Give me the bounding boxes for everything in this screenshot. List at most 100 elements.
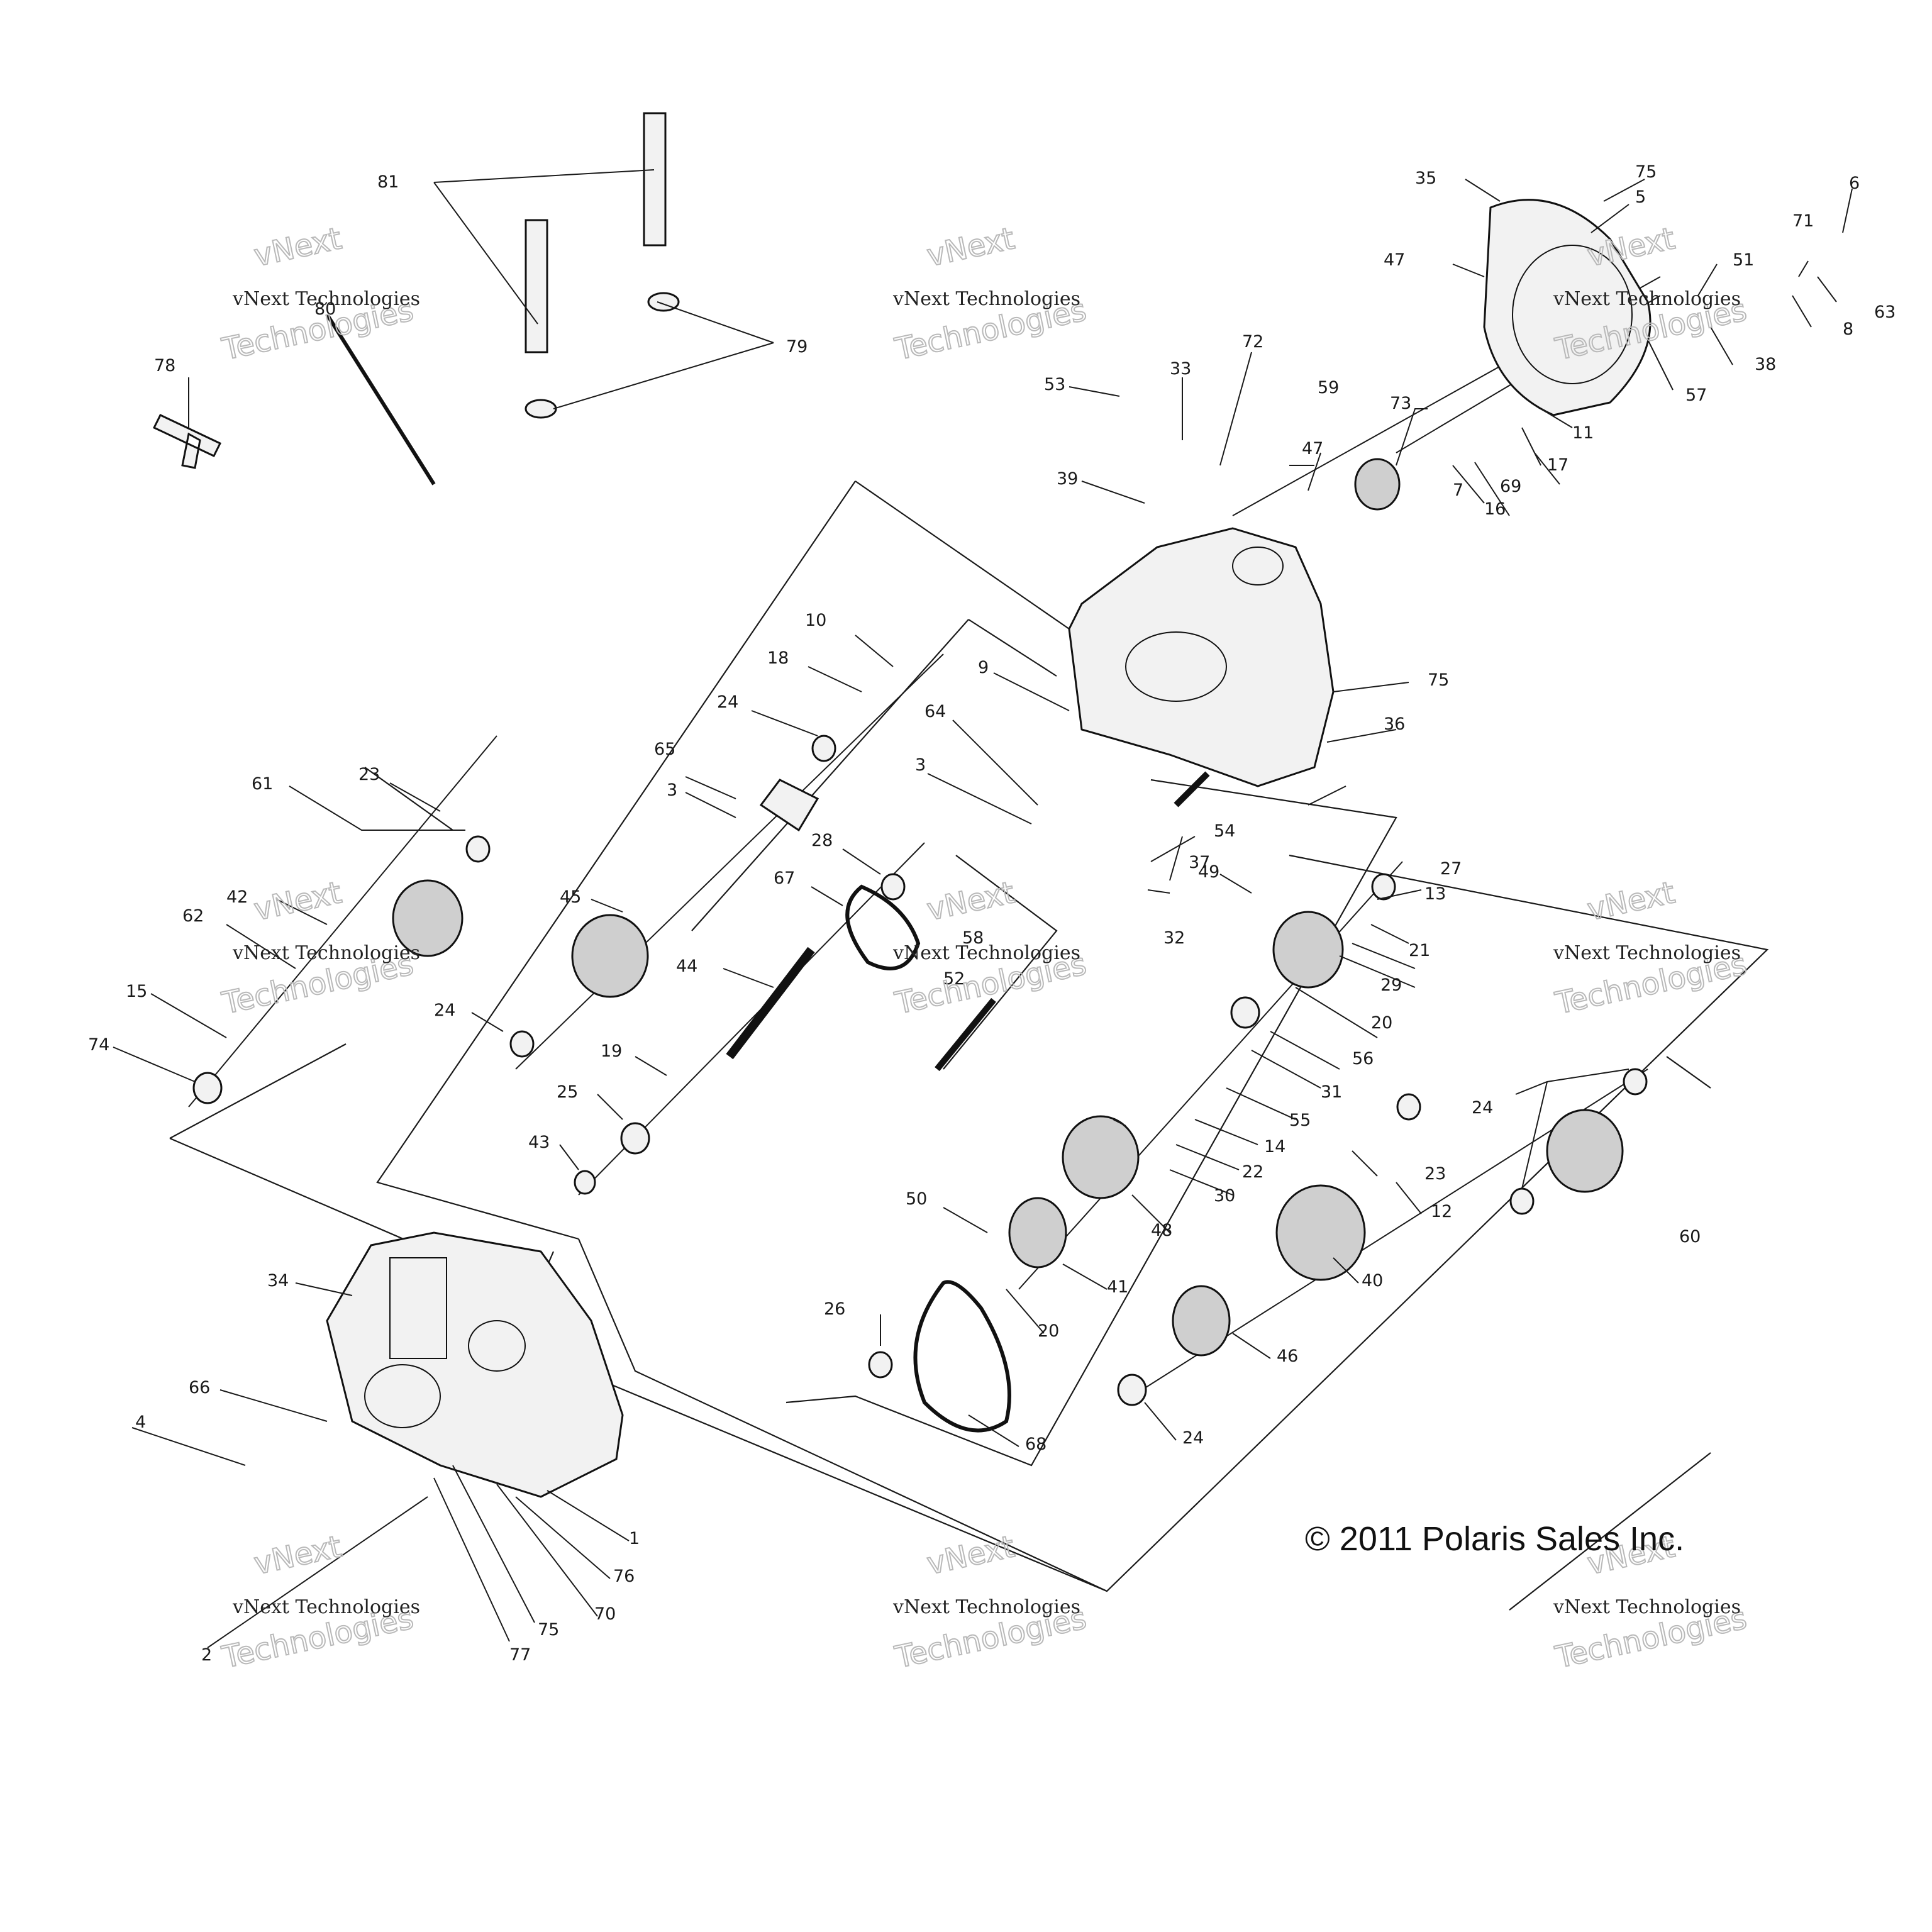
svg-text:vNext Technologies: vNext Technologies xyxy=(232,1596,420,1618)
callout-45: 45 xyxy=(560,887,581,907)
svg-text:vNext Technologies: vNext Technologies xyxy=(892,288,1080,310)
callout-33: 33 xyxy=(1170,359,1191,379)
shaft-44 xyxy=(726,947,815,1060)
callout-73: 73 xyxy=(1390,394,1411,413)
callout-10: 10 xyxy=(805,611,826,630)
watermark-6: vNext Technologies vNext Technologies xyxy=(1552,874,1750,1022)
callout-63: 63 xyxy=(1874,303,1896,322)
callout-49: 49 xyxy=(1198,862,1219,882)
callout-64: 64 xyxy=(924,702,946,721)
callout-23a: 23 xyxy=(358,765,380,784)
svg-text:vNext: vNext xyxy=(1584,875,1678,928)
callout-72: 72 xyxy=(1242,332,1263,352)
right-cover xyxy=(1483,199,1652,416)
plate-65 xyxy=(759,779,819,832)
callout-labels: 81 80 79 78 35 75 5 6 71 47 51 8 63 38 5… xyxy=(88,162,1896,1665)
bearing-25 xyxy=(620,1122,650,1155)
callout-55: 55 xyxy=(1289,1111,1311,1130)
callout-75a: 75 xyxy=(1635,162,1657,182)
callout-41: 41 xyxy=(1107,1277,1128,1297)
callout-51: 51 xyxy=(1733,250,1754,270)
bearing-23a xyxy=(465,835,491,863)
callout-34: 34 xyxy=(267,1271,289,1291)
callout-75b: 75 xyxy=(1428,670,1449,690)
callout-70: 70 xyxy=(594,1604,616,1624)
callout-46: 46 xyxy=(1277,1346,1298,1366)
callout-54: 54 xyxy=(1214,821,1235,841)
callout-29: 29 xyxy=(1380,975,1402,995)
bearing-24e xyxy=(1117,1374,1147,1406)
gear-48 xyxy=(1062,1115,1140,1199)
callout-39: 39 xyxy=(1057,469,1078,489)
callout-56: 56 xyxy=(1352,1049,1374,1069)
callout-15: 15 xyxy=(126,982,147,1001)
left-case xyxy=(326,1231,624,1498)
watermark-5: vNext Technologies vNext Technologies xyxy=(891,874,1090,1022)
pin-54 xyxy=(1174,771,1210,808)
callout-37: 37 xyxy=(1189,853,1210,872)
callout-76: 76 xyxy=(613,1567,635,1586)
callout-28: 28 xyxy=(811,831,833,850)
chain-68 xyxy=(913,1280,1011,1433)
callout-18: 18 xyxy=(767,648,789,668)
callout-13: 13 xyxy=(1424,884,1446,904)
callout-20b: 20 xyxy=(1038,1321,1059,1341)
callout-3a: 3 xyxy=(667,780,677,800)
callout-79: 79 xyxy=(786,337,808,357)
gear-40 xyxy=(1275,1184,1366,1281)
callout-24c: 24 xyxy=(1472,1098,1493,1118)
callout-53: 53 xyxy=(1044,375,1065,394)
shaft-axes xyxy=(188,276,1661,1397)
callout-42: 42 xyxy=(226,887,248,907)
callout-52: 52 xyxy=(943,969,965,989)
callout-35: 35 xyxy=(1415,169,1436,188)
svg-text:vNext Technologies: vNext Technologies xyxy=(1553,942,1741,964)
callout-20a: 20 xyxy=(1371,1013,1392,1033)
callout-66: 66 xyxy=(189,1378,210,1397)
watermark-1: vNext Technologies vNext Technologies xyxy=(218,220,420,368)
callout-3b: 3 xyxy=(915,755,926,775)
callout-38: 38 xyxy=(1755,355,1776,374)
bearing-43 xyxy=(574,1170,596,1195)
tube-upper xyxy=(643,112,667,247)
bearing-24c xyxy=(1623,1068,1648,1096)
callout-58: 58 xyxy=(962,928,984,948)
bearing-27 xyxy=(1371,873,1396,901)
bearing-56 xyxy=(1230,996,1260,1029)
dipstick xyxy=(325,313,436,486)
watermark-4: vNext Technologies vNext Technologies xyxy=(218,874,420,1022)
callout-4: 4 xyxy=(135,1413,146,1432)
svg-text:vNext Technologies: vNext Technologies xyxy=(1553,1596,1741,1618)
callout-67: 67 xyxy=(774,869,795,888)
bearing-24d xyxy=(1509,1187,1535,1215)
callout-25: 25 xyxy=(557,1082,578,1102)
callout-17: 17 xyxy=(1547,455,1568,475)
callout-69: 69 xyxy=(1500,477,1521,496)
bearing-26 xyxy=(868,1351,893,1379)
tube-lower xyxy=(525,219,548,353)
callout-24b: 24 xyxy=(434,1001,455,1020)
callout-75c: 75 xyxy=(538,1620,559,1640)
svg-text:vNext Technologies: vNext Technologies xyxy=(892,942,1080,964)
callout-22: 22 xyxy=(1242,1162,1263,1182)
callout-26: 26 xyxy=(824,1299,845,1319)
bearing-24a xyxy=(811,735,836,762)
watermark-8: vNext Technologies vNext Technologies xyxy=(891,1528,1090,1676)
callout-2: 2 xyxy=(201,1645,212,1665)
callout-30: 30 xyxy=(1214,1186,1235,1206)
sprocket-59 xyxy=(1354,458,1401,511)
callout-61: 61 xyxy=(252,774,273,794)
callout-50: 50 xyxy=(906,1189,927,1209)
gear-60 xyxy=(1546,1109,1624,1193)
callout-32: 32 xyxy=(1163,928,1185,948)
callout-21: 21 xyxy=(1409,941,1430,960)
callout-14: 14 xyxy=(1264,1137,1285,1157)
callout-77: 77 xyxy=(509,1645,531,1665)
svg-text:vNext: vNext xyxy=(251,1529,345,1582)
gear-61 xyxy=(392,879,464,957)
callout-81: 81 xyxy=(377,172,399,192)
callout-60: 60 xyxy=(1679,1227,1701,1246)
callout-78: 78 xyxy=(154,356,175,375)
callout-7: 7 xyxy=(1453,480,1463,500)
